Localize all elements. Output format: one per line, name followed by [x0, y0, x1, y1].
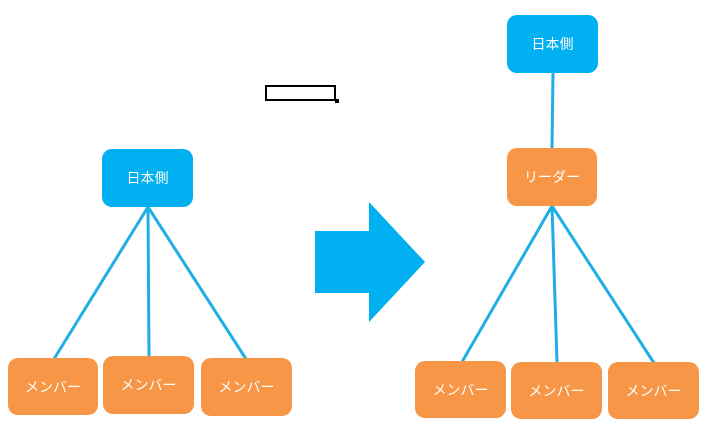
resize-handle-icon[interactable] [335, 99, 339, 103]
after-member-label-2: メンバー [528, 383, 585, 400]
after-connector-center [550, 205, 559, 363]
after-leader-node[interactable]: リーダー [507, 148, 597, 206]
after-connector-top [550, 72, 555, 149]
after-member-label-3: メンバー [625, 383, 682, 400]
before-connector-right [146, 206, 248, 360]
after-member-node-3[interactable]: メンバー [608, 362, 699, 419]
before-member-node-3[interactable]: メンバー [201, 358, 292, 416]
selected-text-box[interactable] [265, 85, 336, 101]
after-japan-side-node[interactable]: 日本側 [507, 15, 598, 73]
before-japan-side-label: 日本側 [126, 171, 169, 187]
before-connector-center [146, 206, 151, 358]
after-leader-label: リーダー [524, 170, 580, 186]
after-member-node-1[interactable]: メンバー [415, 361, 506, 418]
after-connector-right [550, 205, 656, 364]
after-japan-side-label: 日本側 [531, 37, 574, 53]
after-connector-left [460, 205, 554, 363]
after-member-node-2[interactable]: メンバー [511, 362, 602, 419]
right-arrow-icon [315, 202, 425, 322]
before-member-label-1: メンバー [25, 379, 81, 396]
before-connector-left [52, 206, 150, 360]
before-member-node-1[interactable]: メンバー [8, 358, 98, 415]
before-member-label-2: メンバー [120, 378, 177, 394]
after-member-label-1: メンバー [432, 382, 489, 399]
before-member-node-2[interactable]: メンバー [103, 356, 194, 414]
before-member-label-3: メンバー [218, 380, 275, 396]
before-japan-side-node[interactable]: 日本側 [102, 149, 193, 207]
